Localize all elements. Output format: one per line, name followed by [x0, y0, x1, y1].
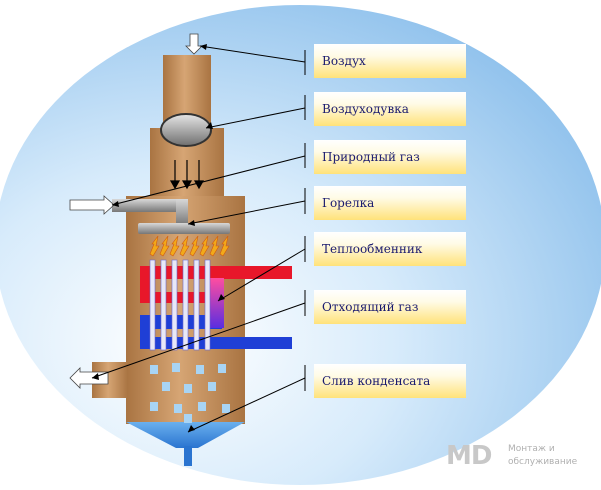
- watermark: MD Монтаж и обслуживание: [446, 441, 596, 473]
- flame: [149, 235, 160, 257]
- label-gorelka: Горелка: [314, 186, 466, 220]
- exchanger-tubes: [149, 259, 211, 351]
- label-otkhodyashchiy-gaz: Отходящий газ: [314, 290, 466, 324]
- condensate-droplet: [218, 364, 226, 373]
- gas-in-arrow: [69, 195, 115, 215]
- exhaust-out-arrow: [69, 367, 109, 389]
- flame: [199, 235, 210, 257]
- condensate-cone: [126, 422, 245, 448]
- flue-gas-channel: [210, 278, 224, 328]
- condensate-drain-pipe: [184, 446, 192, 466]
- label-vozdukhoduvka: Воздуходувка: [314, 92, 466, 126]
- cold-water-pipe-upper: [140, 315, 222, 329]
- air-flow-arrows: [169, 160, 205, 190]
- flame: [179, 235, 190, 257]
- air-in-arrow: [185, 33, 203, 55]
- flame: [219, 235, 230, 257]
- label-teploobmennik: Теплообменник: [314, 232, 466, 266]
- exchanger-tube: [160, 259, 167, 351]
- cold-water-pipe: [140, 337, 292, 349]
- condensate-droplet: [198, 402, 206, 411]
- condensate-droplet: [184, 414, 192, 423]
- watermark-logo: MD: [446, 441, 492, 471]
- burner: [138, 223, 230, 234]
- watermark-line1: Монтаж и: [508, 444, 555, 454]
- condensate-droplet: [208, 382, 216, 391]
- condensate-droplets: [150, 363, 230, 423]
- background-ellipse: [0, 5, 601, 485]
- exchanger-tube: [193, 259, 200, 351]
- label-sliv-kondensata: Слив конденсата: [314, 364, 466, 398]
- external-arrows: [69, 33, 203, 389]
- flames: [149, 235, 230, 257]
- watermark-text: Монтаж и обслуживание: [508, 443, 577, 469]
- exchanger-tube: [182, 259, 189, 351]
- leader-arrowheads: [92, 44, 225, 432]
- exchanger-tube: [171, 259, 178, 351]
- watermark-line2: обслуживание: [508, 457, 578, 467]
- condensate-droplet: [222, 404, 230, 413]
- exchanger-tube: [204, 259, 211, 351]
- flame: [189, 235, 200, 257]
- heat-exchanger: [140, 259, 292, 351]
- flame: [169, 235, 180, 257]
- condensate-droplet: [174, 404, 182, 413]
- flame: [209, 235, 220, 257]
- condensate-droplet: [172, 363, 180, 372]
- gas-riser: [176, 199, 188, 225]
- leader-lines: [91, 45, 306, 433]
- condensate-droplet: [150, 365, 158, 374]
- condensate-droplet: [162, 382, 170, 391]
- exchanger-tube: [149, 259, 156, 351]
- flame: [159, 235, 170, 257]
- condensate-droplet: [150, 402, 158, 411]
- gas-inlet-pipe: [112, 199, 188, 212]
- blower-fan: [160, 113, 212, 147]
- condensate-droplet: [196, 365, 204, 374]
- label-vozdukh: Воздух: [314, 44, 466, 78]
- condensate-droplet: [184, 384, 192, 393]
- label-prirodny-gaz: Природный газ: [314, 140, 466, 174]
- hot-water-pipe: [140, 266, 292, 279]
